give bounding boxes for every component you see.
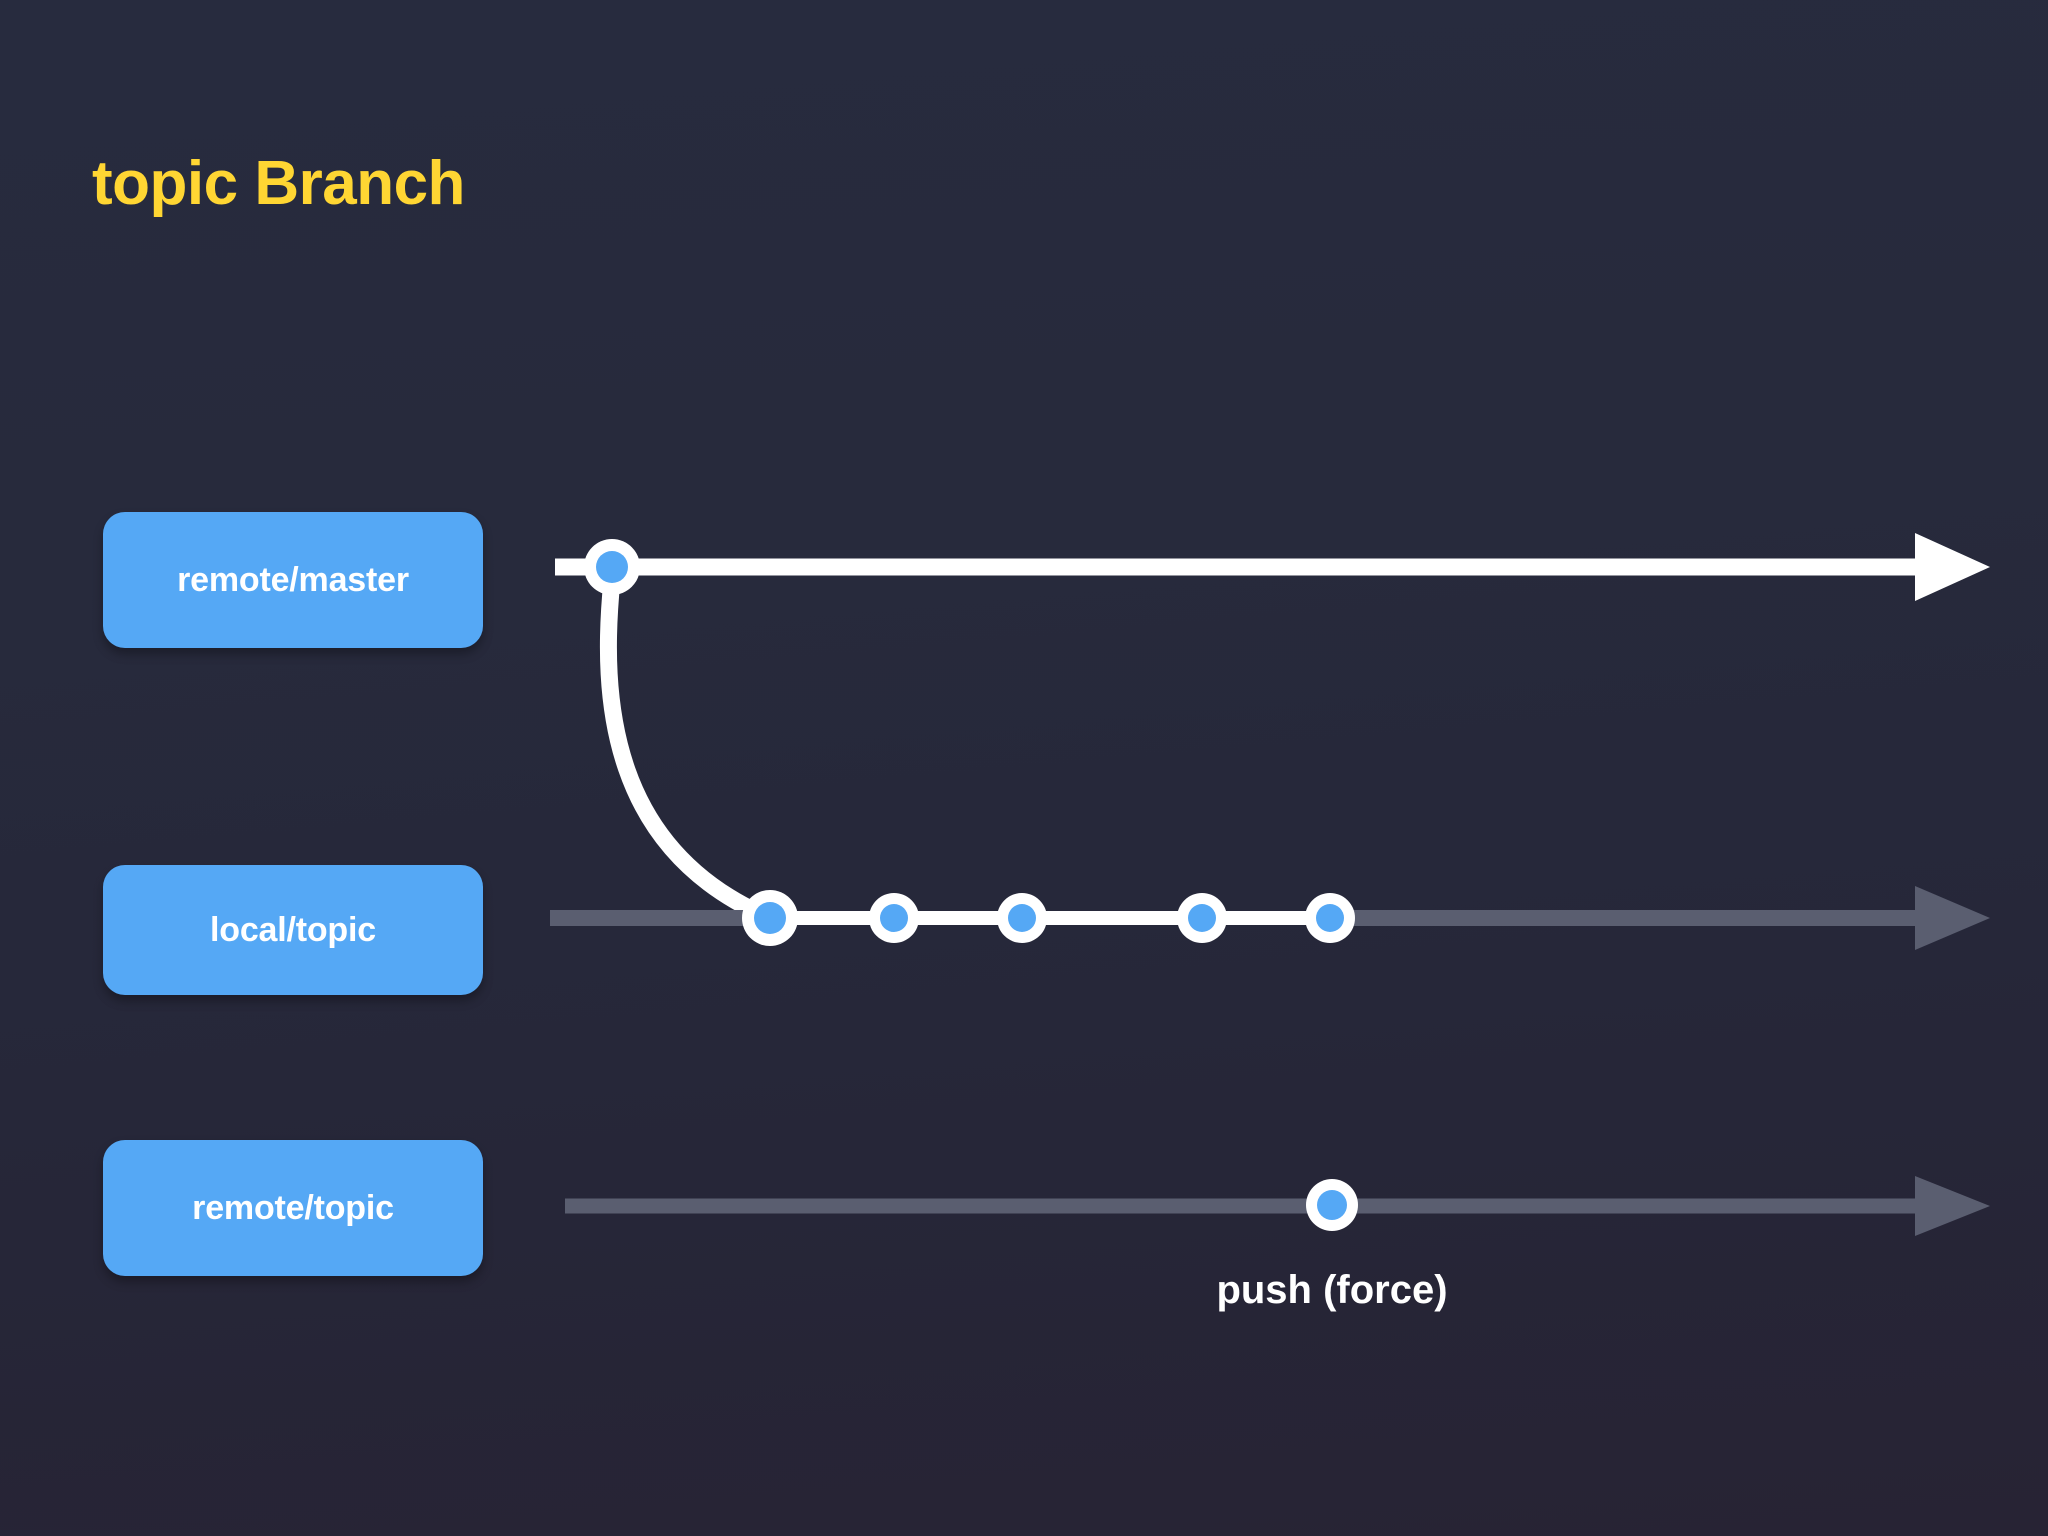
arrow-head-icon-topic (1915, 886, 1990, 950)
commit-node-icon-topic-1[interactable] (742, 890, 798, 946)
branch-curve-icon (599, 571, 779, 927)
commit-node-icon-master-1[interactable] (584, 539, 640, 595)
commit-node-icon-remote-topic-1[interactable] (1306, 1179, 1358, 1231)
arrow-head-icon-remote-topic (1915, 1176, 1990, 1236)
push-force-annotation: push (force) (1216, 1268, 1448, 1312)
commit-node-icon-topic-3[interactable] (997, 893, 1047, 943)
branch-label-remote-topic[interactable]: remote/topic (103, 1140, 483, 1276)
page-title: topic Branch (92, 149, 465, 218)
branch-line-remote-master (555, 533, 1990, 601)
commit-node-icon-topic-4[interactable] (1177, 893, 1227, 943)
commit-node-icon-topic-5[interactable] (1305, 893, 1355, 943)
branch-label-local-topic[interactable]: local/topic (103, 865, 483, 995)
branch-label-remote-master[interactable]: remote/master (103, 512, 483, 648)
branch-line-local-topic (550, 886, 1990, 950)
branch-line-remote-topic (565, 1176, 1990, 1236)
arrow-head-icon-master (1915, 533, 1990, 601)
commit-node-icon-topic-2[interactable] (869, 893, 919, 943)
